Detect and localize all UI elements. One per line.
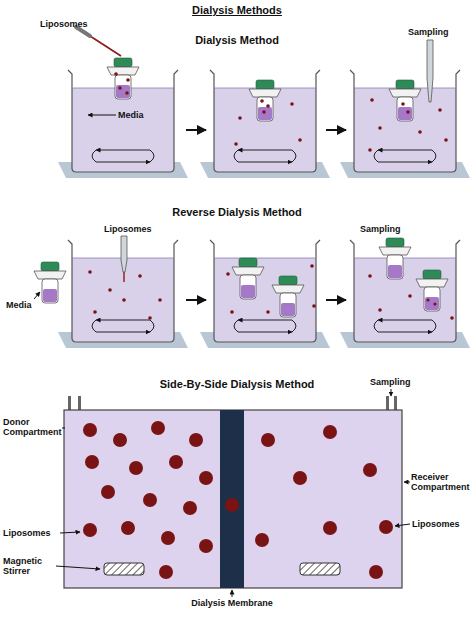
section-heading: Reverse Dialysis Method [172,206,302,219]
part-label: Liposomes [3,528,51,538]
part-label: Dialysis Membrane [191,598,273,608]
part-label: Media [6,300,32,310]
section-heading: Dialysis Method [195,34,279,47]
part-label: Donor Compartment [3,417,61,438]
section-heading: Side-By-Side Dialysis Method [160,378,315,391]
part-label: Liposomes [40,19,88,29]
part-label: Sampling [370,377,411,387]
part-label: Receiver Compartment [411,472,471,493]
part-label: Liposomes [412,519,460,529]
diagram-title: Dialysis Methods [192,4,282,17]
part-label: Magnetic Stirrer [3,556,55,577]
part-label: Sampling [408,27,449,37]
part-label: Liposomes [104,224,152,234]
part-label: Sampling [360,224,401,234]
part-label: Media [118,110,144,120]
